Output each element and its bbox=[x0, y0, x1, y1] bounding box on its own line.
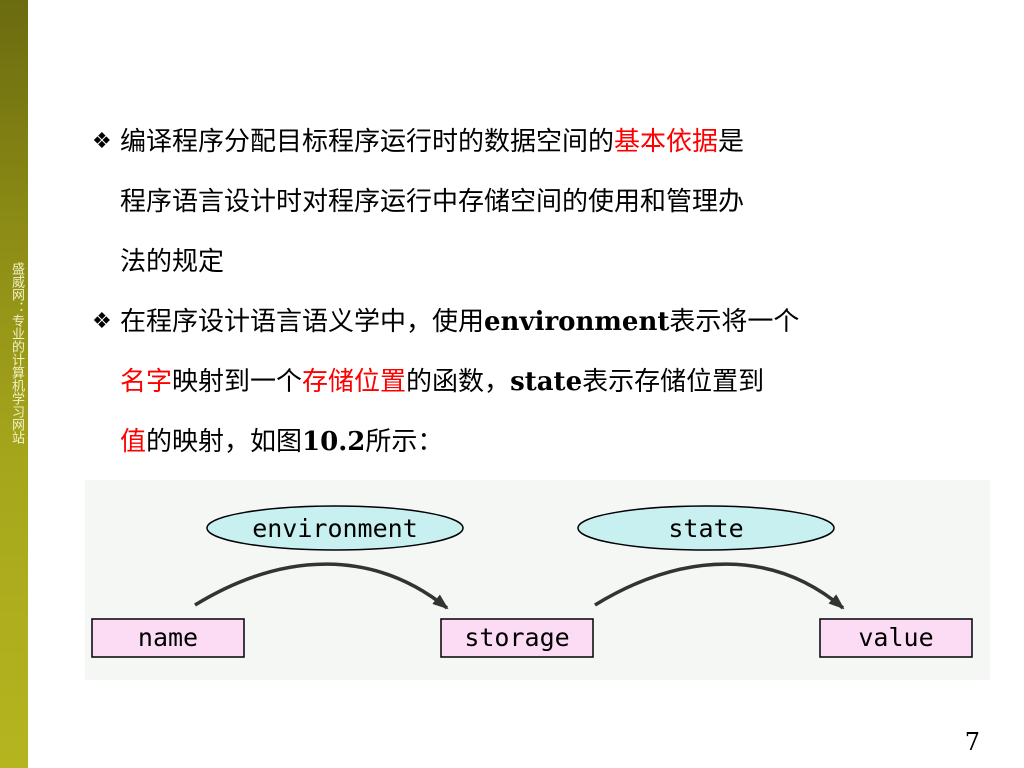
sidebar-watermark: 盛威网：专业的计算机学习网站 bbox=[9, 262, 24, 444]
page-number: 7 bbox=[964, 728, 980, 756]
bullet-2-highlight-name: 名字 bbox=[120, 367, 173, 397]
bullet-2-term-environment: environment bbox=[484, 307, 670, 337]
bullet-1-line2: 程序语言设计时对程序运行中存储空间的使用和管理办 bbox=[120, 187, 745, 217]
ellipse-state-label: state bbox=[668, 514, 743, 543]
bullet-2-term-state: state bbox=[510, 367, 583, 397]
bullet-1: ❖ 编译程序分配目标程序运行时的数据空间的基本依据是 程序语言设计时对程序运行中… bbox=[92, 112, 972, 292]
ellipse-state: state bbox=[577, 505, 835, 551]
bullet-1-line1-end: 是 bbox=[718, 127, 745, 157]
bullet-1-highlight: 基本依据 bbox=[614, 127, 719, 157]
bullet-2-line2-end: 表示存储位置到 bbox=[582, 367, 765, 397]
box-value: value bbox=[819, 618, 973, 658]
bullet-2: ❖ 在程序设计语言语义学中，使用environment表示将一个 名字映射到一个… bbox=[92, 292, 972, 472]
box-storage-label: storage bbox=[464, 623, 569, 652]
bullet-2-line1-text: 在程序设计语言语义学中，使用 bbox=[120, 307, 485, 337]
bullet-2-figure-ref: 10.2 bbox=[302, 427, 366, 457]
mapping-diagram-svg: environment state name storage value bbox=[91, 505, 973, 658]
arrow-storage-to-value bbox=[594, 562, 845, 610]
bullet-1-line1-text: 编译程序分配目标程序运行时的数据空间的 bbox=[120, 127, 615, 157]
box-value-label: value bbox=[858, 623, 933, 652]
box-name-label: name bbox=[138, 623, 198, 652]
bullet-2-line2-mid1: 映射到一个 bbox=[172, 367, 303, 397]
bullet-2-highlight-value: 值 bbox=[120, 427, 147, 457]
bullet-diamond-icon: ❖ bbox=[92, 309, 112, 334]
ellipse-environment-label: environment bbox=[252, 514, 418, 543]
box-name: name bbox=[91, 618, 245, 658]
mapping-diagram: environment state name storage value bbox=[85, 480, 990, 680]
sidebar: 盛威网：专业的计算机学习网站 bbox=[0, 0, 28, 768]
bullet-2-line3-mid: 的映射，如图 bbox=[146, 427, 303, 457]
ellipse-environment: environment bbox=[206, 505, 464, 551]
arrow-name-to-storage bbox=[194, 562, 449, 610]
bullet-2-line1-end: 表示将一个 bbox=[669, 307, 800, 337]
slide-content: ❖ 编译程序分配目标程序运行时的数据空间的基本依据是 程序语言设计时对程序运行中… bbox=[92, 112, 972, 472]
bullet-diamond-icon: ❖ bbox=[92, 129, 112, 154]
bullet-2-line3-end: 所示： bbox=[365, 427, 444, 457]
box-storage: storage bbox=[440, 618, 594, 658]
bullet-2-highlight-storage: 存储位置 bbox=[302, 367, 407, 397]
bullet-1-line3: 法的规定 bbox=[120, 247, 225, 277]
bullet-2-line2-mid2: 的函数， bbox=[406, 367, 511, 397]
